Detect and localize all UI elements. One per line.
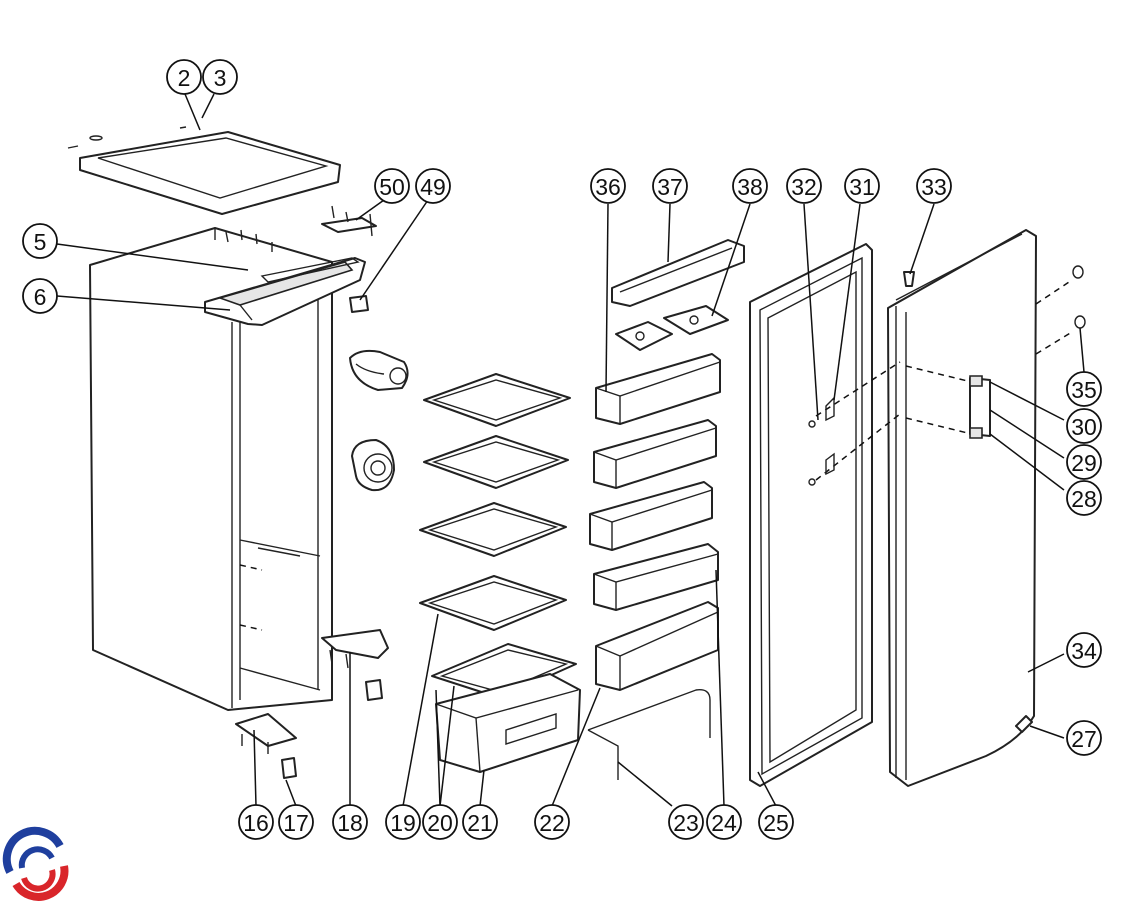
callout-27: 27 [1066,720,1102,756]
svg-text:16: 16 [243,810,269,836]
top-cover-part [67,126,341,215]
callout-31: 31 [844,168,880,204]
callout-2: 2 [166,59,202,95]
door-balcony-1 [595,353,721,425]
svg-text:23: 23 [673,810,699,836]
foot-plate-part [235,713,297,779]
door-balcony-4 [593,543,719,611]
callout-29: 29 [1066,444,1102,480]
butter-compartment-part [611,239,745,307]
callout-30: 30 [1066,408,1102,444]
callout-37: 37 [652,168,688,204]
svg-text:50: 50 [379,174,405,200]
svg-text:34: 34 [1071,638,1097,664]
callout-38: 38 [732,168,768,204]
svg-text:27: 27 [1071,726,1097,752]
svg-text:37: 37 [657,174,683,200]
svg-text:28: 28 [1071,486,1097,512]
callout-23: 23 [668,804,704,840]
svg-text:25: 25 [763,810,789,836]
door-part [808,229,1086,787]
glass-shelf-2 [423,435,569,489]
svg-text:30: 30 [1071,414,1097,440]
glass-shelf-3 [419,502,567,557]
glass-shelf-1 [423,373,571,427]
svg-text:22: 22 [539,810,565,836]
callout-49: 49 [415,168,451,204]
wire-rack-part [587,689,711,780]
fan-housing-part [351,439,395,492]
leader-lines [56,93,1085,807]
door-balcony-3 [589,481,713,551]
egg-tray-part [615,305,729,351]
svg-text:36: 36 [595,174,621,200]
svg-text:5: 5 [34,229,47,255]
control-panel-part [204,205,377,326]
bottom-hinge-part [321,629,389,701]
callout-32: 32 [786,168,822,204]
svg-text:2: 2 [178,65,191,91]
svg-text:3: 3 [214,65,227,91]
callout-19: 19 [385,804,421,840]
cabinet-body-part [89,227,333,711]
callout-50: 50 [374,168,410,204]
svg-text:24: 24 [711,810,737,836]
svg-text:6: 6 [34,284,47,310]
lamp-cover-part [349,349,409,391]
svg-text:35: 35 [1071,377,1097,403]
glass-shelf-4 [419,575,567,631]
svg-text:20: 20 [427,810,453,836]
callout-34: 34 [1066,632,1102,668]
callout-3: 3 [202,59,238,95]
svg-text:49: 49 [420,174,446,200]
callout-24: 24 [706,804,742,840]
door-balcony-2 [593,419,717,489]
crisper-cover-part [431,643,577,699]
callout-21: 21 [462,804,498,840]
callout-22: 22 [534,804,570,840]
svg-text:18: 18 [337,810,363,836]
svg-text:31: 31 [849,174,875,200]
callout-5: 5 [22,223,58,259]
callout-35: 35 [1066,371,1102,407]
crisper-drawer-part [435,673,581,773]
svg-text:21: 21 [467,810,493,836]
svg-text:32: 32 [791,174,817,200]
svg-text:38: 38 [737,174,763,200]
callout-6: 6 [22,278,58,314]
bottle-balcony-part [595,601,719,691]
callout-17: 17 [278,804,314,840]
callout-33: 33 [916,168,952,204]
callout-20: 20 [422,804,458,840]
callout-25: 25 [758,804,794,840]
svg-text:29: 29 [1071,450,1097,476]
door-gasket-part [749,243,873,787]
svg-text:17: 17 [283,810,309,836]
brand-logo [2,826,69,901]
svg-text:19: 19 [390,810,416,836]
callout-16: 16 [238,804,274,840]
svg-text:33: 33 [921,174,947,200]
callout-18: 18 [332,804,368,840]
callout-28: 28 [1066,480,1102,516]
callout-36: 36 [590,168,626,204]
